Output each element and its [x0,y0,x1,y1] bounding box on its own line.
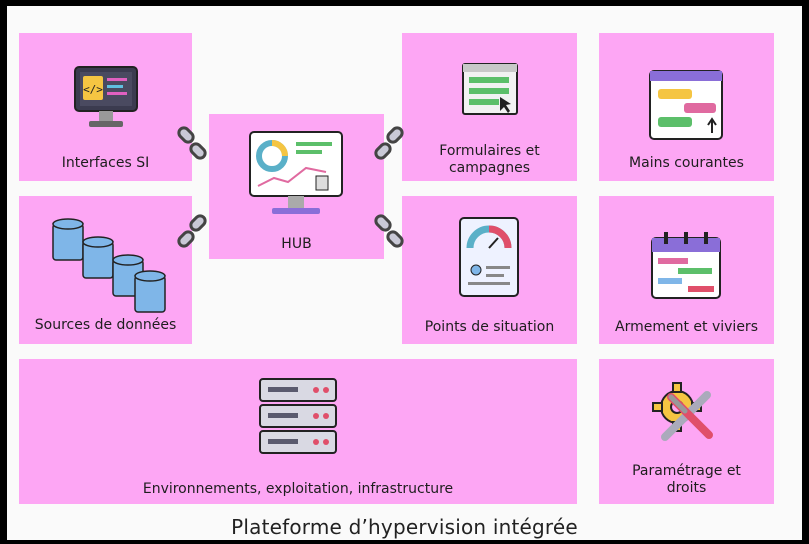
formulaires-label-line1: Formulaires et [439,143,540,159]
chain-link-icon-sources-hub [177,214,207,248]
code-monitor-icon: </> [74,66,138,127]
parametrage-label-line2: droits [666,480,707,496]
server-rack-icon [259,378,337,454]
points-situation-box: Points de situation [402,196,577,344]
report-gauge-icon [459,217,519,297]
chain-link-icon-hub-points [374,214,404,248]
chat-window-icon [649,70,723,140]
environnements-label: Environnements, exploitation, infrastruc… [142,481,454,497]
tools-settings-icon [652,382,713,441]
form-icon [462,63,518,115]
chain-link-icon-hub-formulaires [374,126,404,160]
points-situation-label: Points de situation [424,319,555,335]
hub-box: HUB [209,114,384,259]
armement-viviers-label: Armement et viviers [615,319,758,335]
svg-text:</>: </> [83,83,103,96]
formulaires-label-line2: campagnes [448,160,531,176]
formulaires-campagnes-box: Formulaires et campagnes [402,33,577,181]
sources-donnees-box: Sources de données [19,196,192,344]
diagram-canvas: </> Interfaces SI Sources de données [7,6,802,540]
dashboard-monitor-icon [249,131,343,214]
diagram-title: Plateforme d’hypervision intégrée [231,515,578,539]
armement-viviers-box: Armement et viviers [599,196,774,344]
parametrage-droits-box: Paramétrage et droits [599,359,774,504]
parametrage-label-line1: Paramétrage et [632,463,741,479]
mains-courantes-box: Mains courantes [599,33,774,181]
environnements-box: Environnements, exploitation, infrastruc… [19,359,577,504]
interfaces-si-box: </> Interfaces SI [19,33,192,181]
interfaces-si-label: Interfaces SI [61,155,150,171]
sources-donnees-label: Sources de données [34,317,177,333]
mains-courantes-label: Mains courantes [629,155,744,171]
chain-link-icon-interfaces-hub [177,126,207,160]
hub-label: HUB [281,236,312,252]
calendar-schedule-icon [651,232,721,299]
database-icon [52,218,166,313]
